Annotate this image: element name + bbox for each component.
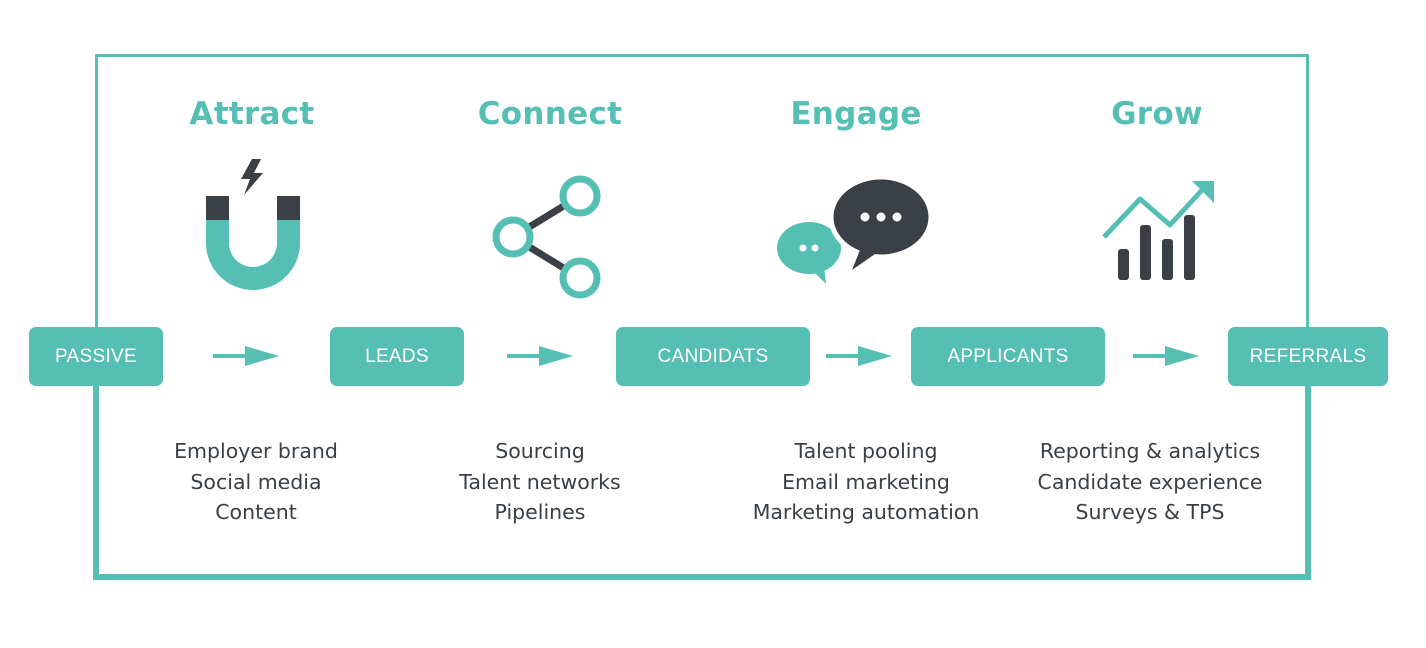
stage-title-grow: Grow — [1111, 96, 1203, 132]
stage-title-attract: Attract — [189, 96, 315, 132]
chat-bubbles-icon — [777, 174, 934, 284]
stage-items-attract: Employer brand Social media Content — [96, 436, 416, 528]
stage-item: Talent networks — [459, 469, 621, 494]
stage-title-connect: Connect — [477, 96, 623, 132]
frame-top-border — [95, 54, 1309, 57]
stage-items-engage: Talent pooling Email marketing Marketing… — [706, 436, 1026, 528]
share-icon — [492, 175, 601, 299]
frame-left-border-lower — [93, 386, 99, 580]
growth-chart-icon — [1102, 181, 1214, 280]
stage-item: Content — [215, 500, 297, 524]
frame-bottom-border — [93, 574, 1311, 580]
stage-items-grow: Reporting & analytics Candidate experien… — [990, 436, 1310, 528]
stage-item: Employer brand — [174, 439, 338, 463]
arrow-right-icon — [1133, 346, 1199, 366]
funnel-step-passive: PASSIVE — [29, 327, 163, 386]
arrow-right-icon — [826, 346, 892, 366]
stage-item: Surveys & TPS — [1075, 500, 1225, 524]
arrow-right-icon — [213, 346, 279, 366]
frame-right-border — [1306, 54, 1309, 328]
stage-item: Social media — [190, 469, 322, 494]
funnel-step-leads: LEADS — [330, 327, 464, 386]
stage-items-connect: Sourcing Talent networks Pipelines — [380, 436, 700, 528]
arrow-right-icon — [507, 346, 573, 366]
frame-right-border-lower — [1305, 386, 1311, 580]
funnel-step-applicants: APPLICANTS — [911, 327, 1105, 386]
stage-item: Marketing automation — [752, 500, 980, 524]
stage-item: Email marketing — [782, 469, 950, 494]
stage-item: Talent pooling — [794, 439, 938, 463]
frame-left-border — [95, 54, 98, 328]
stage-item: Reporting & analytics — [1039, 439, 1261, 463]
stage-item: Pipelines — [494, 500, 586, 524]
funnel-step-candidats: CANDIDATS — [616, 327, 810, 386]
funnel-step-referrals: REFERRALS — [1228, 327, 1388, 386]
magnet-icon — [206, 159, 300, 290]
stage-item: Sourcing — [495, 439, 585, 463]
stage-item: Candidate experience — [1037, 469, 1263, 494]
stage-title-engage: Engage — [790, 96, 922, 132]
